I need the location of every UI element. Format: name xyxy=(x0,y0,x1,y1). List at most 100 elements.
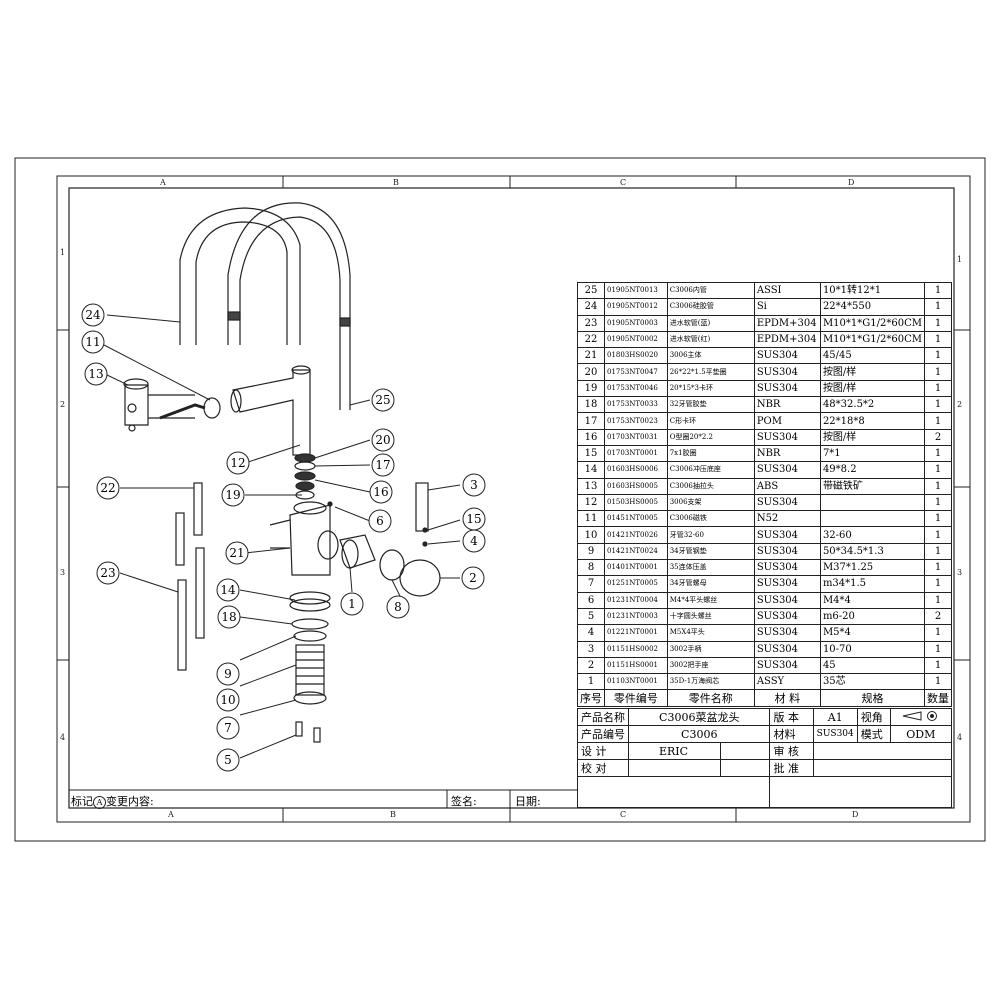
review-label: 审 核 xyxy=(769,742,814,760)
designer: ERIC xyxy=(627,742,722,760)
bom-cell-name: 进水软管(红) xyxy=(666,330,755,349)
bom-cell-code: 01703NT0001 xyxy=(604,444,668,463)
projection-icon xyxy=(902,710,937,721)
bom-cell-mat: ASSI xyxy=(753,281,821,300)
zone-markers xyxy=(57,176,970,822)
callout-15: 15 xyxy=(462,507,486,531)
bom-cell-mat: N52 xyxy=(753,510,821,528)
callout-label: 18 xyxy=(221,610,236,624)
bom-cell-qty: 1 xyxy=(924,624,952,642)
bom-cell-qty: 2 xyxy=(924,607,952,626)
bom-cell-no: 17 xyxy=(577,412,605,430)
mode: ODM xyxy=(889,725,953,743)
bom-cell-spec: 10-70 xyxy=(819,640,926,658)
bom-cell-code: 01905NT0012 xyxy=(604,298,668,316)
bom-cell-spec: 带磁铁矿 xyxy=(819,477,926,495)
bom-cell-name: C3006抽拉头 xyxy=(666,477,755,495)
date-label: 日期: xyxy=(515,795,541,808)
bom-cell-code: 01103NT0001 xyxy=(604,673,668,691)
callout-label: 23 xyxy=(100,566,115,580)
zone-row-3-right: 3 xyxy=(957,568,963,577)
bom-cell-no: 25 xyxy=(577,281,605,300)
bom-cell-mat: EPDM+304 xyxy=(753,314,821,332)
bom-cell-name: 35连体压盖 xyxy=(666,559,755,577)
callout-2: 2 xyxy=(461,566,485,590)
callout-6: 6 xyxy=(368,509,392,533)
bom-cell-spec: 22*4*550 xyxy=(819,298,926,316)
bom-cell-qty: 1 xyxy=(924,526,952,544)
zone-col-d-top: D xyxy=(848,178,855,187)
product-code: C3006 xyxy=(627,725,771,743)
bom-cell-code: 01421NT0024 xyxy=(604,542,668,561)
bom-cell-qty: 1 xyxy=(924,656,952,675)
callout-13: 13 xyxy=(84,362,108,386)
bom-cell-mat: SUS304 xyxy=(753,575,821,593)
bom-cell-no: 7 xyxy=(577,575,605,593)
callout-20: 20 xyxy=(371,428,395,452)
faucet-exploded-view xyxy=(123,202,441,743)
bom-cell-spec: 49*8.2 xyxy=(819,461,926,479)
callout-7: 7 xyxy=(216,716,240,740)
callout-label: 14 xyxy=(220,583,236,597)
bom-cell-spec: 35芯 xyxy=(819,673,926,691)
zone-row-4-left: 4 xyxy=(60,733,66,742)
bom-cell-code: 01251NT0005 xyxy=(604,575,668,593)
bom-cell-no: 6 xyxy=(577,591,605,609)
material-label: 材料 xyxy=(769,725,814,743)
bom-cell-code: 01753NT0046 xyxy=(604,379,668,398)
bom-cell-name: 进水软管(蓝) xyxy=(666,314,755,332)
bom-cell-code: 01421NT0026 xyxy=(604,526,668,544)
bom-cell-spec: M37*1.25 xyxy=(819,559,926,577)
callout-25: 25 xyxy=(371,388,395,412)
bom-cell-qty: 2 xyxy=(924,428,952,446)
mark-symbol: A xyxy=(93,795,106,809)
bom-cell-qty: 1 xyxy=(924,412,952,430)
bom-cell-qty: 1 xyxy=(924,379,952,398)
bom-cell-name: 26*22*1.5平垫圈 xyxy=(666,363,755,381)
bom-cell-no: 4 xyxy=(577,624,605,642)
bom-cell-name: M4*4平头螺丝 xyxy=(666,591,755,609)
callout-label: 8 xyxy=(394,600,402,614)
bom-cell-code: 01803HS0020 xyxy=(604,347,668,365)
bom-cell-code: 01753NT0047 xyxy=(604,363,668,381)
check-label: 校 对 xyxy=(577,759,629,777)
bom-cell-name: C3006内管 xyxy=(666,281,755,300)
bom-cell-mat: SUS304 xyxy=(753,461,821,479)
bom-cell-qty: 1 xyxy=(924,575,952,593)
inner-pipe xyxy=(227,202,351,410)
bom-cell-qty: 1 xyxy=(924,673,952,691)
bom-cell-name: O型圈20*2.2 xyxy=(666,428,755,446)
bom-header-row: 序号 零件编号 零件名称 材 料 规格 数量 xyxy=(577,689,952,708)
callout-label: 3 xyxy=(470,478,478,492)
zone-col-c-top: C xyxy=(620,178,627,187)
bom-cell-name: C形卡环 xyxy=(666,412,755,430)
bom-cell-no: 9 xyxy=(577,542,605,561)
bom-cell-code: 01503HS0005 xyxy=(604,493,668,512)
bom-cell-qty: 1 xyxy=(924,314,952,332)
callout-label: 25 xyxy=(375,393,390,407)
callout-8: 8 xyxy=(386,595,410,619)
bom-cell-mat: SUS304 xyxy=(753,640,821,658)
callout-label: 1 xyxy=(348,597,356,611)
bom-cell-spec: M10*1*G1/2*60CM xyxy=(819,330,926,349)
bom-cell-no: 10 xyxy=(577,526,605,544)
product-name: C3006菜盆龙头 xyxy=(627,708,771,726)
bom-cell-mat: SUS304 xyxy=(753,607,821,626)
bom-cell-code: 01753NT0023 xyxy=(604,412,668,430)
zone-col-a-top: A xyxy=(160,178,166,187)
bom-cell-name: 35D-1万海阀芯 xyxy=(666,673,755,691)
